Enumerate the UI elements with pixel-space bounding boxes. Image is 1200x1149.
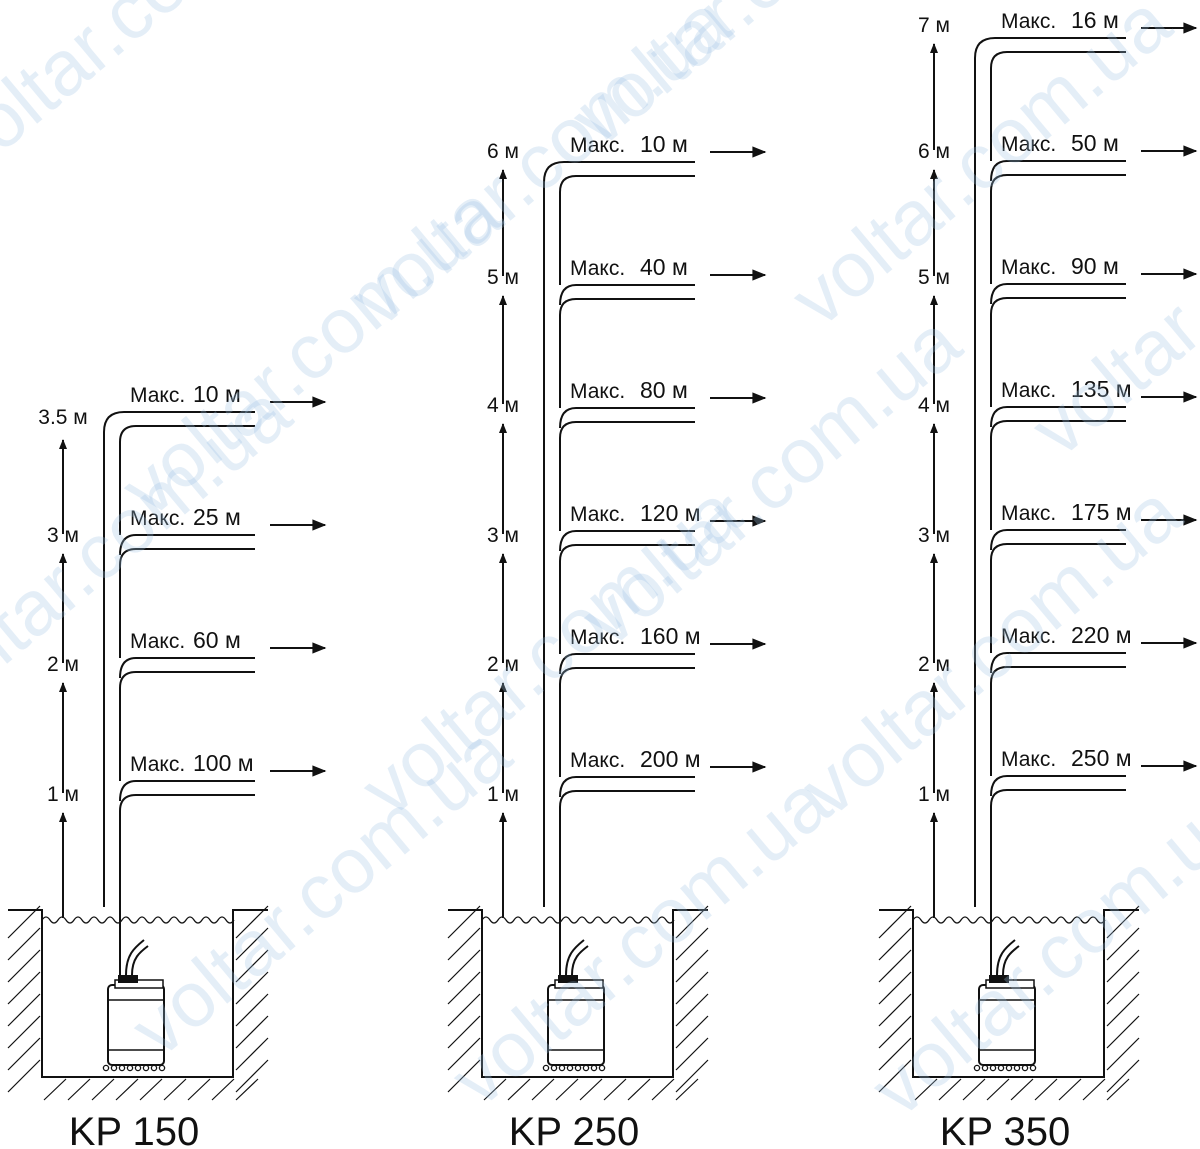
max-prefix-label: Макс. xyxy=(1001,10,1056,33)
pump-title: KP 350 xyxy=(940,1110,1071,1149)
max-prefix-label: Макс. xyxy=(570,134,625,157)
max-prefix-label: Макс. xyxy=(1001,625,1056,648)
height-label: 5 м xyxy=(918,266,950,289)
height-label: 3 м xyxy=(47,524,79,547)
outlet-row: Макс. 40 м xyxy=(570,254,767,281)
max-prefix-label: Макс. xyxy=(570,626,625,649)
outlet-row: Макс. 50 м xyxy=(1001,130,1198,157)
watermark-text: voltar.com.ua xyxy=(434,757,846,1123)
height-label: 5 м xyxy=(487,266,519,289)
pump-panel-1: 1 м 2 м 3 м 3.5 м Макс. 10 м Макс. 25 м Макс. 60 … xyxy=(7,381,327,1149)
outlet-row: Макс. 90 м xyxy=(1001,253,1198,280)
pump-title: KP 250 xyxy=(509,1110,640,1149)
pump-pit xyxy=(7,905,269,1101)
max-prefix-label: Макс. xyxy=(570,257,625,280)
outlet-row: Макс. 120 м xyxy=(570,500,767,527)
height-label: 2 м xyxy=(487,653,519,676)
max-prefix-label: Макс. xyxy=(570,380,625,403)
height-label: 2 м xyxy=(47,653,79,676)
max-distance-value: 50 м xyxy=(1071,130,1119,156)
pump-pit xyxy=(447,905,709,1101)
max-distance-value: 120 м xyxy=(640,500,701,526)
pump-title: KP 150 xyxy=(69,1110,200,1149)
max-prefix-label: Макс. xyxy=(1001,748,1056,771)
height-label: 4 м xyxy=(918,394,950,417)
outlet-row: Макс. 16 м xyxy=(1001,7,1198,34)
max-prefix-label: Макс. xyxy=(130,630,185,653)
height-label: 1 м xyxy=(487,783,519,806)
height-label: 6 м xyxy=(487,140,519,163)
outlet-row: Макс. 10 м xyxy=(130,381,327,408)
max-distance-value: 10 м xyxy=(193,381,241,407)
water-surface xyxy=(41,916,235,924)
max-distance-value: 40 м xyxy=(640,254,688,280)
water-surface xyxy=(912,916,1106,924)
max-distance-value: 250 м xyxy=(1071,745,1132,771)
watermark-text: voltar.com.ua xyxy=(564,297,976,663)
max-distance-value: 200 м xyxy=(640,746,701,772)
max-prefix-label: Макс. xyxy=(130,753,185,776)
height-arrow: 1 м 2 м 3 м 3.5 м xyxy=(38,406,88,918)
max-distance-value: 60 м xyxy=(193,627,241,653)
height-label: 3.5 м xyxy=(38,406,87,429)
max-prefix-label: Макс. xyxy=(1001,379,1056,402)
watermark-text: voltar.com.ua xyxy=(554,0,966,163)
pump-body xyxy=(973,939,1037,1072)
watermark-text: voltar.com.ua xyxy=(854,767,1200,1133)
pump-panels: 1 м 2 м 3 м 3.5 м Макс. 10 м Макс. 25 м Макс. 60 … xyxy=(7,7,1198,1149)
outlet-row: Макс. 100 м xyxy=(130,750,327,777)
pump-body xyxy=(542,939,606,1072)
max-distance-value: 135 м xyxy=(1071,376,1132,402)
height-label: 1 м xyxy=(918,783,950,806)
watermark-text: voltar.com.ua xyxy=(774,0,1186,343)
outlet-row: Макс. 250 м xyxy=(1001,745,1198,772)
max-prefix-label: Макс. xyxy=(570,503,625,526)
outlet-row: Макс. 10 м xyxy=(570,131,767,158)
discharge-pipes xyxy=(103,411,255,978)
max-distance-value: 16 м xyxy=(1071,7,1119,33)
watermark-text: voltar.com.ua xyxy=(0,0,337,193)
max-distance-value: 80 м xyxy=(640,377,688,403)
max-prefix-label: Макс. xyxy=(130,507,185,530)
max-distance-value: 220 м xyxy=(1071,622,1132,648)
max-prefix-label: Макс. xyxy=(1001,133,1056,156)
height-arrow: 1 м 2 м 3 м 4 м 5 м 6 м 7 м xyxy=(918,14,950,918)
max-distance-value: 175 м xyxy=(1071,499,1132,525)
max-prefix-label: Макс. xyxy=(1001,256,1056,279)
outlet-row: Макс. 135 м xyxy=(1001,376,1198,403)
max-distance-value: 160 м xyxy=(640,623,701,649)
outlet-row: Макс. 60 м xyxy=(130,627,327,654)
outlet-row: Макс. 80 м xyxy=(570,377,767,404)
outlet-row: Макс. 200 м xyxy=(570,746,767,773)
discharge-pipes xyxy=(543,161,695,978)
pump-body xyxy=(102,939,166,1072)
max-prefix-label: Макс. xyxy=(1001,502,1056,525)
height-label: 2 м xyxy=(918,653,950,676)
max-distance-value: 100 м xyxy=(193,750,254,776)
outlet-row: Макс. 220 м xyxy=(1001,622,1198,649)
outlet-row: Макс. 175 м xyxy=(1001,499,1198,526)
height-arrow: 1 м 2 м 3 м 4 м 5 м 6 м xyxy=(487,140,519,918)
outlet-row: Макс. 25 м xyxy=(130,504,327,531)
max-distance-value: 90 м xyxy=(1071,253,1119,279)
height-label: 1 м xyxy=(47,783,79,806)
discharge-pipes xyxy=(974,37,1126,978)
height-label: 4 м xyxy=(487,394,519,417)
height-label: 6 м xyxy=(918,140,950,163)
max-distance-value: 10 м xyxy=(640,131,688,157)
max-prefix-label: Макс. xyxy=(570,749,625,772)
max-prefix-label: Макс. xyxy=(130,384,185,407)
max-distance-value: 25 м xyxy=(193,504,241,530)
water-surface xyxy=(481,916,675,924)
height-label: 7 м xyxy=(918,14,950,37)
height-label: 3 м xyxy=(918,524,950,547)
height-label: 3 м xyxy=(487,524,519,547)
pump-pit xyxy=(878,905,1140,1101)
outlet-row: Макс. 160 м xyxy=(570,623,767,650)
